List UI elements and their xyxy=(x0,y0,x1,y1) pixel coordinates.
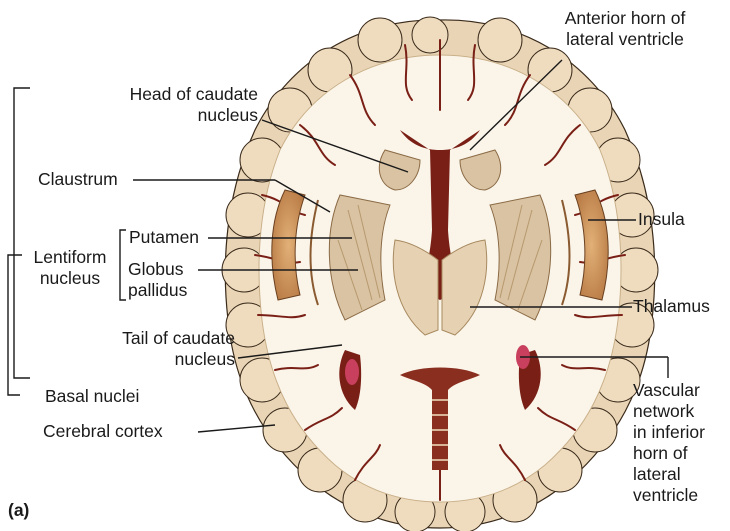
label-insula: Insula xyxy=(638,209,685,230)
label-lentiform: Lentiform nucleus xyxy=(20,247,120,289)
label-head-caudate: Head of caudate nucleus xyxy=(86,84,258,126)
label-anterior-horn: Anterior horn of lateral ventricle xyxy=(535,8,715,50)
figure-tag: (a) xyxy=(8,500,29,521)
label-claustrum: Claustrum xyxy=(38,169,118,190)
label-basal-nuclei: Basal nuclei xyxy=(45,386,139,407)
label-thalamus: Thalamus xyxy=(633,296,710,317)
label-globus-pallidus: Globus pallidus xyxy=(128,259,187,301)
label-putamen: Putamen xyxy=(129,227,199,248)
label-cerebral-cortex: Cerebral cortex xyxy=(43,421,163,442)
label-tail-caudate: Tail of caudate nucleus xyxy=(70,328,235,370)
label-vascular-network: Vascular network in inferior horn of lat… xyxy=(633,380,705,506)
choroid-plexus-left xyxy=(345,359,359,385)
